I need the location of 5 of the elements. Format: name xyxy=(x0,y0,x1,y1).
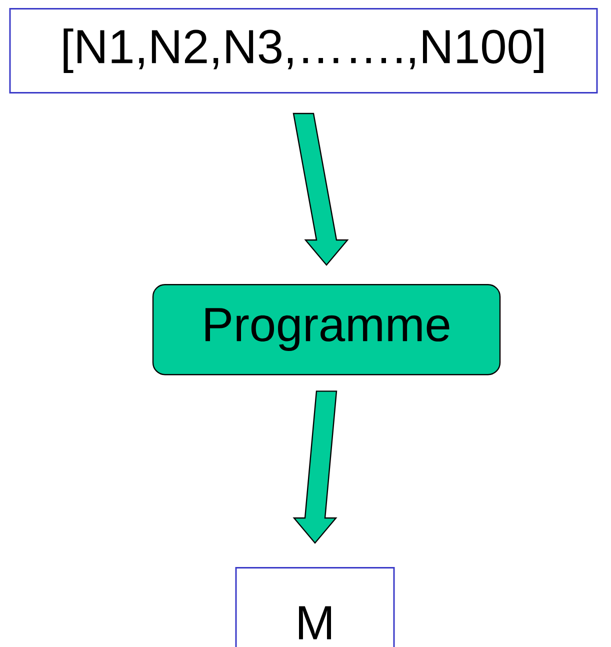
block-arrow xyxy=(292,112,349,266)
text-box: M xyxy=(235,567,395,647)
text-box: [N1,N2,N3,…….,N100] xyxy=(9,8,598,94)
process-box: Programme xyxy=(152,284,501,376)
block-arrow xyxy=(292,390,338,544)
